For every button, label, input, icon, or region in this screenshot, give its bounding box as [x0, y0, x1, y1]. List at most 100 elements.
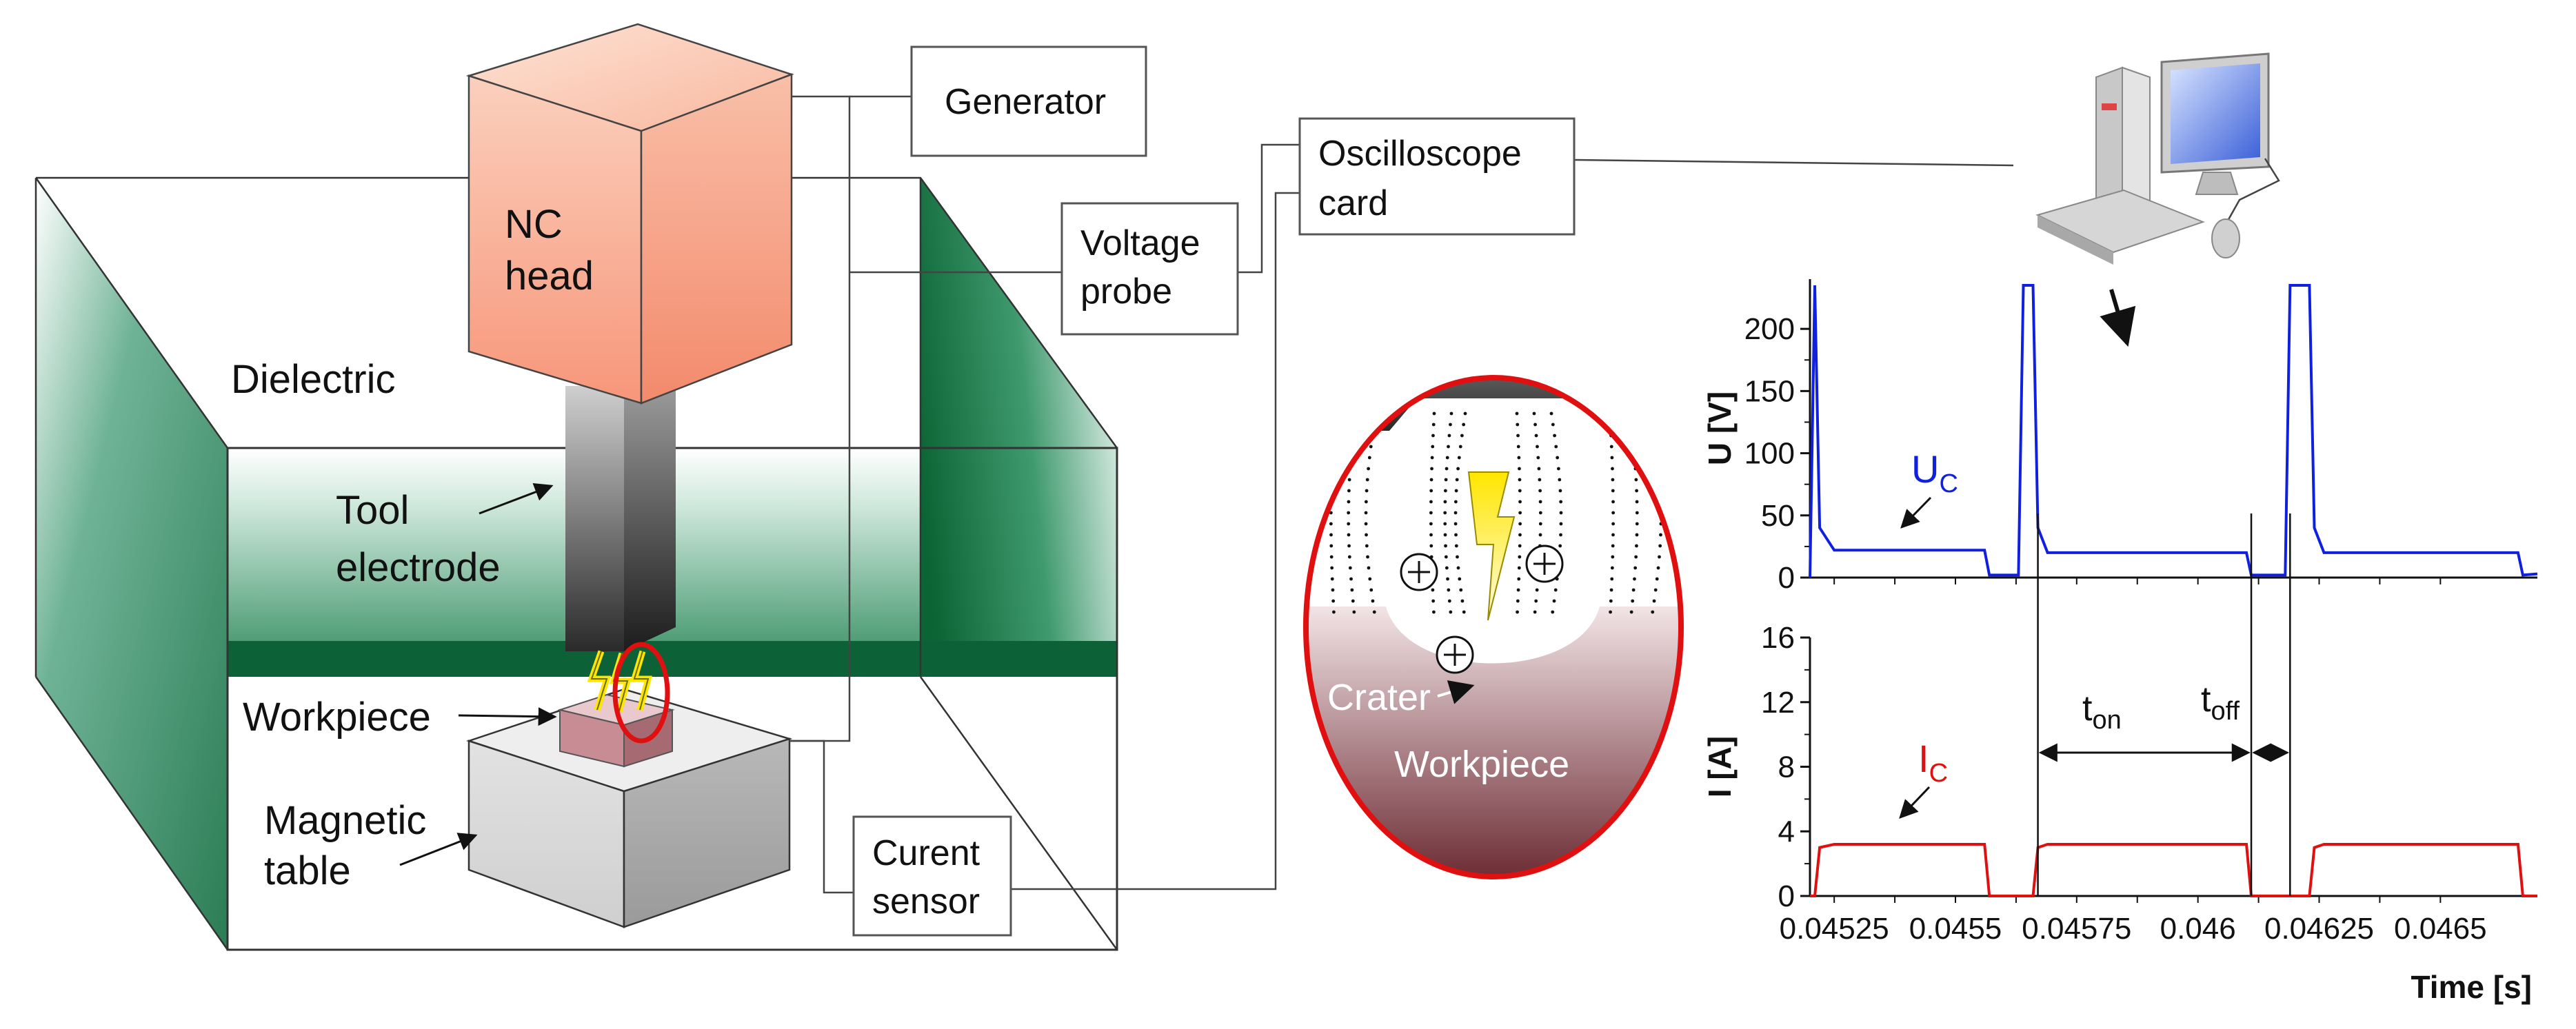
field-dot [1347, 500, 1351, 504]
field-dot [1352, 422, 1356, 427]
field-dot [1331, 445, 1335, 449]
field-dot [1518, 500, 1522, 504]
field-dot [1610, 566, 1614, 570]
field-dot [1456, 555, 1459, 559]
field-dot [1372, 610, 1376, 614]
field-dot [1610, 577, 1614, 581]
field-dot [1516, 599, 1520, 603]
field-dot [1367, 456, 1371, 460]
ic-arrow [1899, 786, 1931, 819]
field-dot [1371, 599, 1375, 603]
field-dot [1536, 445, 1539, 449]
plus-ion-1 [1400, 553, 1438, 591]
field-dot [1366, 555, 1369, 559]
field-dot [1367, 467, 1370, 471]
inset-workpiece-label: Workpiece [1394, 744, 1569, 785]
field-dot [1347, 544, 1351, 548]
tool-electrode-label-1: Tool [336, 488, 409, 533]
field-dot [1559, 533, 1562, 537]
field-dot [1635, 522, 1639, 526]
field-dot [1658, 555, 1661, 559]
field-dot [1554, 445, 1558, 449]
field-dot [1331, 422, 1336, 427]
series-line [1809, 284, 2538, 578]
field-dot [1552, 599, 1556, 603]
y-tick-label: 12 [1761, 686, 1795, 720]
field-dot [1330, 467, 1334, 471]
field-dot [1443, 533, 1447, 537]
uc-arrow [1900, 496, 1932, 529]
current-sensor-box: Curent sensor [852, 815, 1012, 937]
field-dot [1518, 522, 1522, 526]
field-dot [1431, 434, 1435, 438]
field-dot [1629, 610, 1633, 614]
field-dot [1445, 467, 1449, 471]
inset-crater-label: Crater [1327, 677, 1431, 718]
field-dot [1456, 467, 1460, 471]
field-dot [1332, 610, 1336, 614]
field-dot [1347, 489, 1351, 493]
field-dot [1329, 511, 1333, 515]
uc-label: UC [1911, 447, 1958, 498]
field-dot [1443, 500, 1447, 504]
field-dot [1538, 533, 1542, 537]
field-dot [1430, 456, 1434, 460]
magnetic-table-label-2: table [264, 848, 351, 893]
field-dot [1364, 511, 1368, 515]
y-tick-label: 50 [1761, 499, 1795, 533]
field-dot [1558, 478, 1562, 482]
field-dot [1431, 422, 1436, 427]
field-dot [1365, 544, 1369, 548]
field-dot [1608, 411, 1612, 416]
field-dot [1367, 566, 1371, 570]
field-dot [1455, 478, 1459, 482]
field-dot [1444, 555, 1448, 559]
generator-box: Generator [910, 45, 1147, 157]
field-dot [1611, 489, 1615, 493]
field-dot [1462, 422, 1466, 427]
magnetic-table-arrow [399, 833, 478, 866]
field-dot [1553, 588, 1558, 592]
field-dot [1353, 411, 1357, 416]
x-tick-label: 0.0455 [1909, 912, 2002, 946]
voltage-probe-box: Voltage probe [1060, 202, 1239, 336]
y-tick-label: 8 [1778, 751, 1795, 784]
field-dot [1611, 555, 1615, 559]
field-dot [1443, 522, 1447, 526]
field-dot [1331, 588, 1335, 592]
field-dot [1656, 566, 1660, 570]
tool-electrode-arrow [479, 483, 554, 515]
field-dot [1429, 500, 1433, 504]
field-dot [1538, 478, 1542, 482]
y-axis-title: I [A] [1702, 736, 1738, 797]
field-dot [1347, 555, 1351, 559]
field-dot [1369, 445, 1373, 449]
field-dot [1609, 588, 1613, 592]
nc-head-label-1: NC [505, 202, 563, 247]
field-dot [1447, 588, 1451, 592]
field-dot [1611, 511, 1616, 515]
field-dot [1347, 478, 1351, 482]
field-dot [1432, 411, 1436, 416]
inset-tool-label: Tool [1445, 312, 1520, 353]
field-dot [1551, 610, 1555, 614]
field-dot [1534, 599, 1538, 603]
field-dot [1634, 555, 1638, 559]
field-dot [1429, 511, 1433, 515]
field-dot [1516, 445, 1520, 449]
field-dot [1635, 533, 1639, 537]
field-dot [1332, 411, 1336, 416]
field-dot [1431, 445, 1435, 449]
crater-arrow [1437, 680, 1475, 704]
field-dot [1447, 445, 1450, 449]
field-dot [1365, 478, 1369, 482]
x-tick-label: 0.04625 [2264, 912, 2374, 946]
field-dot [1558, 544, 1562, 548]
field-dot [1351, 599, 1355, 603]
field-dot [1535, 588, 1539, 592]
field-dot [1518, 478, 1522, 482]
field-dot [1649, 411, 1653, 416]
field-dot [1635, 544, 1638, 548]
field-dot [1347, 511, 1351, 515]
field-dot [1631, 588, 1636, 592]
